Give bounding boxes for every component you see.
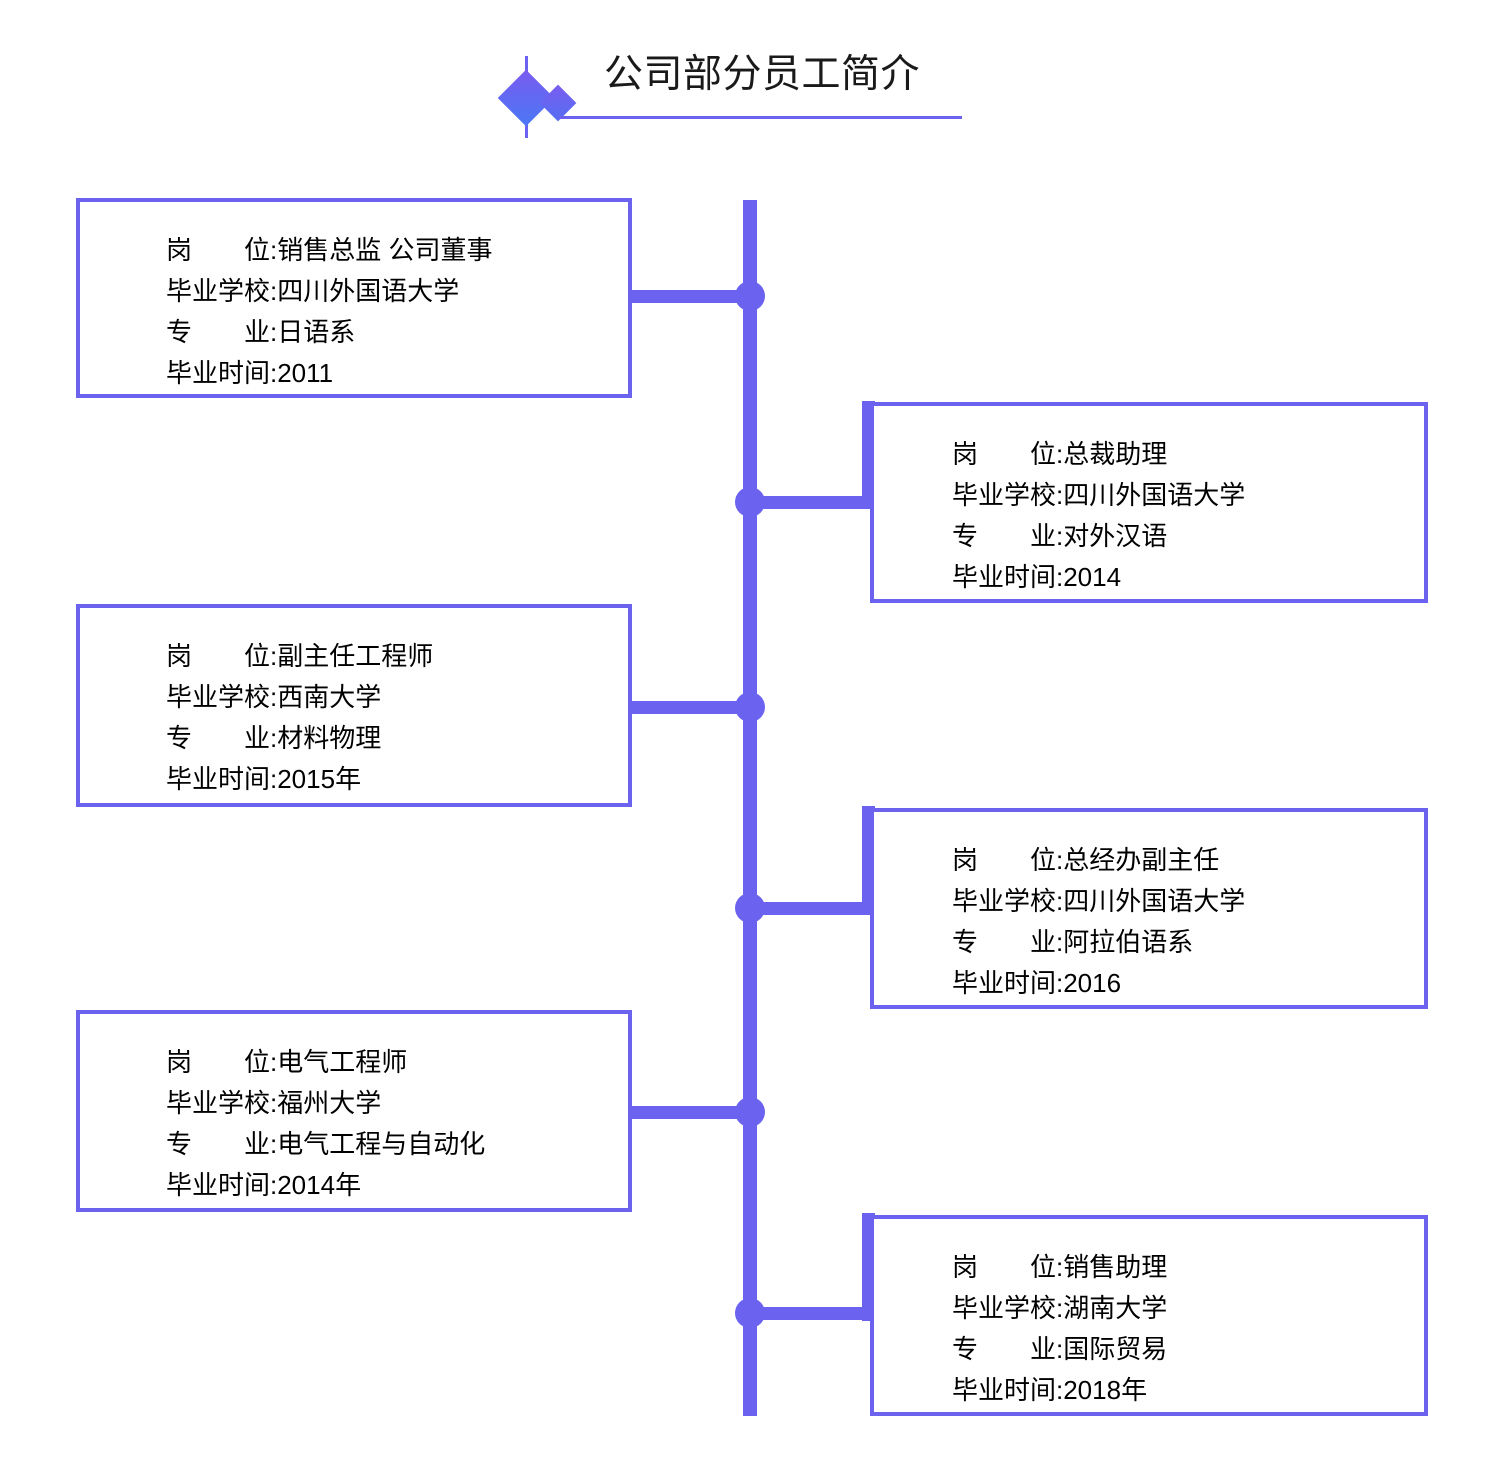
employee-graduation: 毕业时间:2014 [952,562,1122,592]
employee-card-3[interactable]: 岗 位:副主任工程师 毕业学校:西南大学 专 业:材料物理 毕业时间:2015年 [76,604,632,807]
title-underline [558,116,962,119]
employee-card-1[interactable]: 岗 位:销售总监 公司董事 毕业学校:四川外国语大学 专 业:日语系 毕业时间:… [76,198,632,398]
employee-school: 毕业学校:福州大学 [166,1088,382,1118]
connector-1 [632,290,752,303]
employee-card-5[interactable]: 岗 位:电气工程师 毕业学校:福州大学 专 业:电气工程与自动化 毕业时间:20… [76,1010,632,1212]
employee-card-2[interactable]: 岗 位:总裁助理 毕业学校:四川外国语大学 专 业:对外汉语 毕业时间:2014 [870,402,1428,603]
employee-major: 专 业:电气工程与自动化 [166,1129,486,1159]
employee-school: 毕业学校:西南大学 [166,682,382,712]
connector-5 [632,1106,752,1119]
employee-major: 专 业:日语系 [166,317,356,347]
employee-graduation: 毕业时间:2018年 [952,1375,1148,1405]
employee-school: 毕业学校:四川外国语大学 [166,276,460,306]
employee-graduation: 毕业时间:2011 [166,358,334,388]
diamond-decoration-icon [497,56,590,141]
employee-school: 毕业学校:湖南大学 [952,1293,1168,1323]
timeline-spine [743,200,757,1416]
employee-position: 岗 位:销售总监 公司董事 [166,235,493,265]
employee-graduation: 毕业时间:2016 [952,968,1122,998]
employee-school: 毕业学校:四川外国语大学 [952,480,1246,510]
connector-6-horizontal [750,1307,875,1320]
employee-position: 岗 位:销售助理 [952,1252,1168,1282]
employee-school: 毕业学校:四川外国语大学 [952,886,1246,916]
employee-major: 专 业:对外汉语 [952,521,1168,551]
connector-3 [632,701,752,714]
employee-card-6[interactable]: 岗 位:销售助理 毕业学校:湖南大学 专 业:国际贸易 毕业时间:2018年 [870,1215,1428,1416]
employee-position: 岗 位:总裁助理 [952,439,1168,469]
employee-major: 专 业:材料物理 [166,723,382,753]
employee-graduation: 毕业时间:2015年 [166,764,362,794]
employee-graduation: 毕业时间:2014年 [166,1170,362,1200]
employee-position: 岗 位:副主任工程师 [166,641,434,671]
employee-major: 专 业:阿拉伯语系 [952,927,1194,957]
employee-major: 专 业:国际贸易 [952,1334,1168,1364]
employee-position: 岗 位:电气工程师 [166,1047,408,1077]
diamond-stem-bottom [525,116,528,138]
connector-4-horizontal [750,902,875,915]
connector-2-horizontal [750,496,875,509]
employee-card-4[interactable]: 岗 位:总经办副主任 毕业学校:四川外国语大学 专 业:阿拉伯语系 毕业时间:2… [870,808,1428,1009]
page-title: 公司部分员工简介 [604,53,921,96]
employee-position: 岗 位:总经办副主任 [952,845,1220,875]
title-block: 公司部分员工简介 [497,48,970,148]
